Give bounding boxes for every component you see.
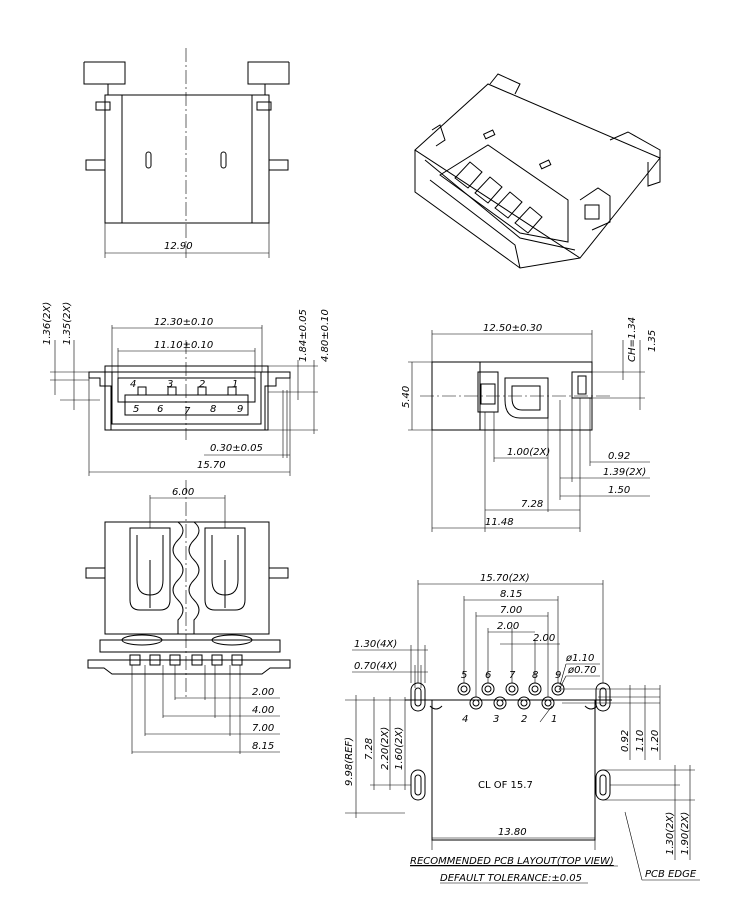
- dim-pcb-1-60: 1.60(2X): [394, 727, 405, 770]
- dim-side-1-00: 1.00(2X): [507, 447, 550, 458]
- front-pin-label-6: 6: [157, 404, 163, 415]
- dim-front-12-30: 12.30±0.10: [154, 317, 213, 328]
- dim-bottom-4-00: 4.00: [252, 705, 274, 716]
- front-view: 4 3 2 1 5 6 7 8 9 12.30±0.10 11.10±0.10 …: [42, 302, 331, 476]
- front-pin-label-5: 5: [133, 404, 139, 415]
- isometric-view: [414, 73, 661, 269]
- dim-pcb-8-15: 8.15: [500, 589, 522, 600]
- dim-pcb-7-28: 7.28: [364, 738, 375, 760]
- dim-front-0-30: 0.30±0.05: [210, 443, 263, 454]
- dim-pcb-0-92: 0.92: [620, 730, 631, 752]
- front-pin-label-1: 1: [232, 379, 238, 390]
- dim-side-12-50: 12.50±0.30: [483, 323, 542, 334]
- dim-side-0-92: 0.92: [608, 451, 630, 462]
- front-pin-label-9: 9: [237, 404, 243, 415]
- dim-pcb-2-00-a: 2.00: [497, 621, 519, 632]
- front-pin-label-7: 7: [184, 406, 191, 417]
- dim-side-7-28: 7.28: [521, 499, 543, 510]
- pcb-center-label: CL OF 15.7: [478, 780, 533, 791]
- dim-pcb-9-98: 9.98(REF): [344, 737, 355, 786]
- dim-side-11-48: 11.48: [485, 517, 514, 528]
- dim-bottom-2-00: 2.00: [252, 687, 274, 698]
- bottom-view: 6.00 2.00 4.00 7.00 8.15: [85, 480, 291, 754]
- pcb-pin-label-1: 1: [551, 714, 557, 725]
- dim-pcb-1-20: 1.20: [650, 730, 661, 752]
- dim-pcb-1-10: 1.10: [635, 730, 646, 752]
- pcb-pads-bottom: [469, 696, 555, 710]
- pcb-pin-label-2: 2: [521, 714, 527, 725]
- dim-pcb-2-00-b: 2.00: [533, 633, 555, 644]
- dim-side-1-50: 1.50: [608, 485, 630, 496]
- note-recommended-layout: RECOMMENDED PCB LAYOUT(TOP VIEW): [410, 856, 614, 867]
- front-pin-label-2: 2: [199, 379, 205, 390]
- note-default-tolerance: DEFAULT TOLERANCE:±0.05: [440, 873, 582, 884]
- notes: RECOMMENDED PCB LAYOUT(TOP VIEW) DEFAULT…: [410, 856, 618, 884]
- front-pin-label-3: 3: [167, 379, 173, 390]
- front-pins-top: [137, 386, 237, 396]
- dim-pcb-15-70: 15.70(2X): [480, 573, 530, 584]
- dim-pcb-1-90: 1.90(2X): [680, 812, 691, 855]
- dim-side-5-40: 5.40: [401, 386, 412, 408]
- dim-front-4-80: 4.80±0.10: [320, 309, 331, 362]
- dim-front-15-70: 15.70: [197, 460, 226, 471]
- dim-front-1-35: 1.35(2X): [62, 302, 73, 345]
- dim-pcb-0-70: 0.70(4X): [354, 661, 397, 672]
- front-pin-label-8: 8: [210, 404, 216, 415]
- dim-pcb-dia-0-70: ø0.70: [567, 665, 596, 676]
- dim-pcb-7-00: 7.00: [500, 605, 522, 616]
- dim-pcb-1-30b: 1.30(2X): [665, 812, 676, 855]
- dim-pcb-1-30: 1.30(4X): [354, 639, 397, 650]
- bottom-pins: [129, 654, 243, 666]
- pcb-edge-label: PCB EDGE: [645, 869, 697, 880]
- pcb-layout: 5 6 7 8 9 4 3 2 1 15.70(2X) 8.15 7.00 2.…: [344, 573, 700, 881]
- dim-top-width: 12.90: [164, 241, 193, 252]
- dim-side-1-35: 1.35: [647, 330, 658, 352]
- dim-front-1-84: 1.84±0.05: [298, 309, 309, 362]
- dim-bottom-8-15: 8.15: [252, 741, 274, 752]
- dim-front-1-36: 1.36(2X): [42, 302, 53, 345]
- pcb-pin-label-3: 3: [493, 714, 499, 725]
- dim-pcb-2-20: 2.20(2X): [380, 727, 391, 770]
- pcb-pin-label-7: 7: [509, 670, 516, 681]
- pcb-pin-label-4: 4: [462, 714, 468, 725]
- dim-bottom-6-00: 6.00: [172, 487, 194, 498]
- dim-side-1-39: 1.39(2X): [603, 467, 646, 478]
- dim-pcb-dia-1-10: ø1.10: [565, 653, 594, 664]
- side-view: 12.50±0.30 5.40 CH=1.34 1.35 1.00(2X) 0.…: [401, 317, 658, 532]
- dim-side-ch: CH=1.34: [627, 317, 638, 362]
- top-view: 12.90: [83, 48, 290, 258]
- front-pin-label-4: 4: [130, 379, 136, 390]
- dim-bottom-7-00: 7.00: [252, 723, 274, 734]
- dim-front-11-10: 11.10±0.10: [154, 340, 213, 351]
- dim-pcb-13-80: 13.80: [498, 827, 527, 838]
